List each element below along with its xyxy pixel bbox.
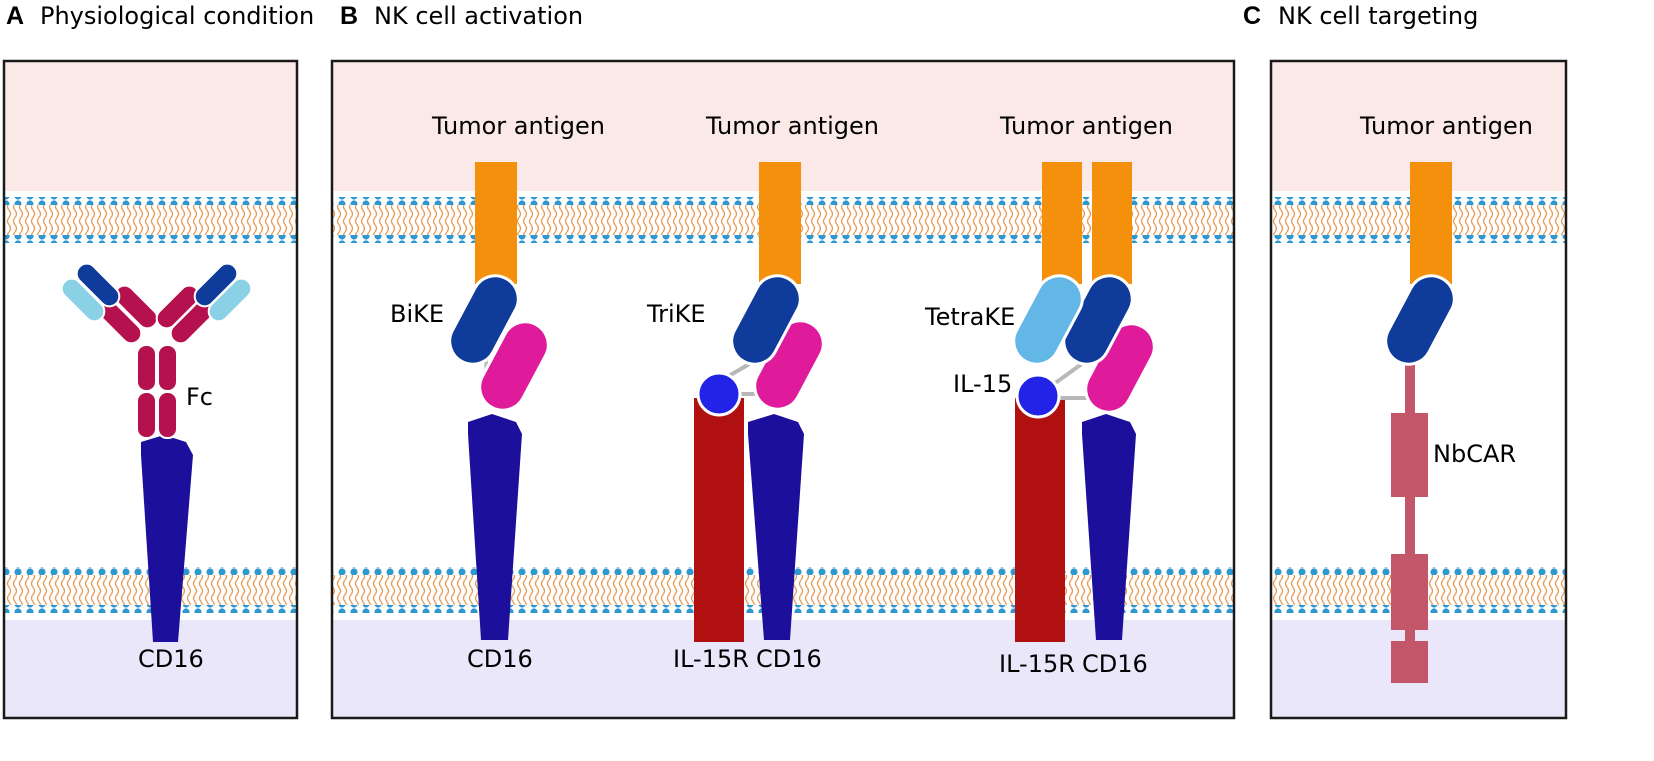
panel-b: Tumor antigen Tumor antigen Tumor antige… xyxy=(330,59,1236,720)
svg-text:NK cell activation: NK cell activation xyxy=(374,2,583,30)
nbcar-transmembrane xyxy=(1391,554,1428,630)
cd16-label-trike: CD16 xyxy=(756,645,822,673)
nanobody-domain xyxy=(1384,274,1456,366)
svg-text:A: A xyxy=(6,2,24,30)
tetrake-construct xyxy=(1012,162,1156,642)
panel-c-header: C NK cell targeting xyxy=(1243,2,1478,30)
second-antigen-binding-domain xyxy=(1012,274,1084,366)
panel-b-frame xyxy=(330,59,1236,720)
cd16-receptor xyxy=(141,435,193,642)
cd16-binding-domain xyxy=(478,320,550,412)
tumor-antigen xyxy=(475,162,517,284)
cd16-receptor xyxy=(748,414,804,640)
membrane-tumor-a xyxy=(4,191,297,250)
tumor-antigen xyxy=(1410,162,1452,284)
nbcar-stalk xyxy=(1405,355,1415,675)
tumor-antigen-label-tetrake: Tumor antigen xyxy=(999,112,1173,140)
panel-c-frame xyxy=(1269,59,1568,720)
il15-receptor xyxy=(694,398,744,642)
antibody xyxy=(60,262,253,439)
svg-text:C: C xyxy=(1243,2,1261,30)
svg-text:NK cell targeting: NK cell targeting xyxy=(1278,2,1478,30)
nbcar-signaling-domain xyxy=(1391,641,1428,683)
panel-a: Fc CD16 xyxy=(2,59,299,720)
il15-domain xyxy=(1015,373,1061,419)
svg-text:Physiological condition: Physiological condition xyxy=(40,2,314,30)
panel-a-frame xyxy=(2,59,299,720)
cd16-receptor xyxy=(468,414,522,640)
il15-receptor xyxy=(1015,398,1065,642)
nbcar-construct xyxy=(1384,162,1456,683)
cd16-label-tetrake: CD16 xyxy=(1082,650,1148,678)
tumor-antigen-label-c: Tumor antigen xyxy=(1359,112,1533,140)
il15r-label-trike: IL-15R xyxy=(673,645,749,673)
tumor-antigen xyxy=(1092,162,1132,284)
fc-label: Fc xyxy=(186,383,213,411)
nbcar-hinge xyxy=(1391,413,1428,497)
il15-domain xyxy=(696,371,742,417)
antigen-binding-domain xyxy=(730,274,802,366)
tumor-antigen-label-trike: Tumor antigen xyxy=(705,112,879,140)
il15r-label-tetrake: IL-15R xyxy=(999,650,1075,678)
trike-label: TriKE xyxy=(646,300,706,328)
tumor-antigen xyxy=(1042,162,1082,284)
bike-construct xyxy=(448,162,550,640)
bike-label: BiKE xyxy=(390,300,444,328)
panel-a-header: A Physiological condition xyxy=(6,2,314,30)
antigen-binding-domain xyxy=(448,274,520,366)
panel-c: Tumor antigen NbCAR xyxy=(1269,59,1568,720)
tetrake-label: TetraKE xyxy=(924,303,1015,331)
tumor-antigen-label-bike: Tumor antigen xyxy=(431,112,605,140)
tumor-antigen xyxy=(759,162,801,284)
cd16-receptor xyxy=(1082,414,1136,640)
nbcar-label: NbCAR xyxy=(1433,440,1516,468)
panel-b-header: B NK cell activation xyxy=(340,2,583,30)
cd16-label-a: CD16 xyxy=(138,645,204,673)
trike-construct xyxy=(694,162,825,642)
svg-text:B: B xyxy=(340,2,358,30)
il15-label: IL-15 xyxy=(953,370,1012,398)
cd16-label-bike: CD16 xyxy=(467,645,533,673)
